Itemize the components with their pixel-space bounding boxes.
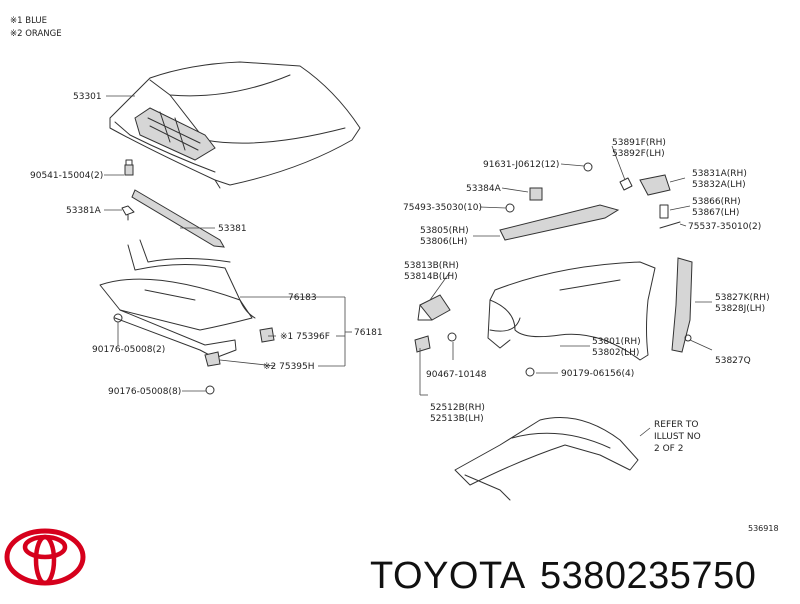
label-76181: 76181: [354, 328, 383, 338]
clip-52512b: [414, 335, 431, 353]
label-53866: 53866(RH): [692, 197, 741, 207]
bracket-53831a: [639, 174, 671, 196]
seal-53381: [131, 189, 225, 248]
illustration-number: 536918: [748, 524, 779, 533]
bracket-53813b: [419, 294, 451, 321]
label-53301: 53301: [73, 92, 102, 102]
label-53832a: 53832A(LH): [692, 180, 746, 190]
seal-53827k: [671, 257, 693, 353]
label-53814b: 53814B(LH): [404, 272, 458, 282]
label-75537-35010: 75537-35010(2): [688, 222, 761, 232]
screw-90176-b: [205, 385, 215, 395]
label-53891f: 53891F(RH): [612, 138, 666, 148]
cushion-53384a: [529, 187, 543, 201]
clip-75395h: [204, 351, 221, 367]
label-90176-05008-2: 90176-05008(2): [92, 345, 165, 355]
label-90179-06156: 90179-06156(4): [561, 369, 634, 379]
label-53828j: 53828J(LH): [715, 304, 765, 314]
label-76183: 76183: [288, 293, 317, 303]
clip-53827q: [684, 334, 692, 342]
label-53806: 53806(LH): [420, 237, 467, 247]
label-53892f: 53892F(LH): [612, 149, 665, 159]
label-90176-05008-8: 90176-05008(8): [108, 387, 181, 397]
label-53384a: 53384A: [466, 184, 502, 194]
label-53381: 53381: [218, 224, 247, 234]
label-refer-2: ILLUST NO: [654, 432, 701, 442]
cushion-90541: [124, 164, 134, 176]
label-53867: 53867(LH): [692, 208, 739, 218]
clip-75396f: [259, 327, 275, 343]
clip-53866: [659, 204, 669, 219]
protector-53805: [499, 204, 620, 241]
leader-lines: [104, 95, 713, 437]
clip-75493: [505, 203, 515, 213]
label-90541-15004: 90541-15004(2): [30, 171, 103, 181]
label-53831a: 53831A(RH): [692, 169, 747, 179]
label-53813b: 53813B(RH): [404, 261, 459, 271]
label-90467-10148: 90467-10148: [426, 370, 487, 380]
clip-53381a: [121, 205, 135, 221]
screw-90179: [525, 367, 535, 377]
legend-blue: ※1 BLUE: [10, 16, 47, 26]
toyota-logo: [4, 528, 86, 586]
label-53381a: 53381A: [66, 206, 102, 216]
label-75395h: ※2 75395H: [263, 362, 315, 372]
grille-drawing: [99, 239, 256, 359]
bolt-91631: [583, 162, 593, 172]
seal-75537: [659, 221, 681, 229]
label-refer-3: 2 OF 2: [654, 444, 683, 454]
label-53827k: 53827K(RH): [715, 293, 770, 303]
hood-drawing: [109, 61, 361, 189]
legend-orange: ※2 ORANGE: [10, 29, 62, 39]
screw-90467: [447, 332, 457, 342]
color-legend: ※1 BLUE ※2 ORANGE: [10, 16, 62, 39]
label-refer-1: REFER TO: [654, 420, 699, 430]
part-labels: 53301 90541-15004(2) 53381A 53381 76183 …: [30, 92, 779, 533]
label-52512b: 52512B(RH): [430, 403, 485, 413]
label-53805: 53805(RH): [420, 226, 469, 236]
label-53802: 53802(LH): [592, 348, 639, 358]
label-75396f: ※1 75396F: [280, 332, 330, 342]
label-52513b: 52513B(LH): [430, 414, 484, 424]
label-53827q: 53827Q: [715, 356, 751, 366]
label-75493-35030: 75493-35030(10): [403, 203, 482, 213]
fender-liner: [454, 417, 639, 486]
part-number: 5380235750: [540, 555, 756, 597]
label-91631-j0612: 91631-J0612(12): [483, 160, 559, 170]
brand-name: TOYOTA: [370, 555, 526, 597]
clip-53891f: [619, 177, 633, 191]
label-53801: 53801(RH): [592, 337, 641, 347]
fender-drawing: [487, 261, 656, 361]
